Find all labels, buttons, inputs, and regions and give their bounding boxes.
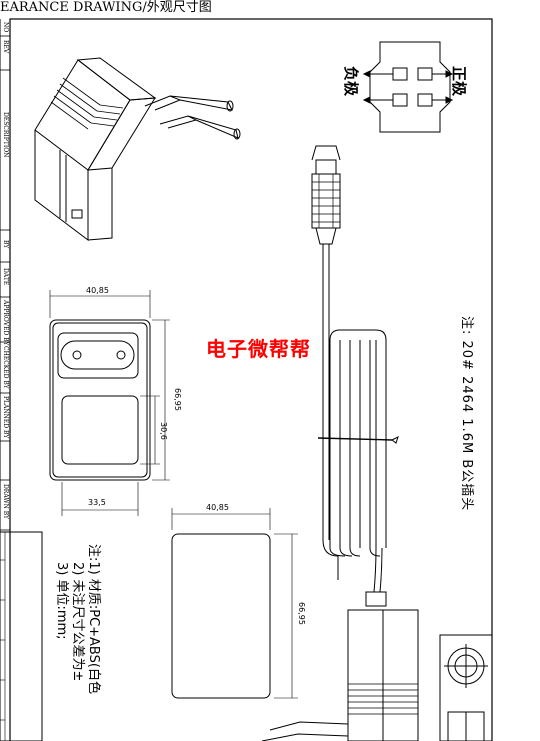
polarity-connector-diagram (362, 41, 454, 133)
side-view (171, 508, 298, 699)
side-width-dimension: 40,85 (206, 503, 229, 512)
notes-list: 注:1) 材质:PC+ABS(白色 2) 未注尺寸公差为± 3) 单位:mm; (53, 544, 101, 694)
front-view (49, 290, 170, 516)
side-height-dimension: 66,95 (297, 602, 306, 625)
cable-note: 注: 20# 2464 1.6M B公插头 (459, 316, 474, 512)
watermark-text: 电子微帮帮 (206, 337, 311, 361)
negative-polarity-label: 负极 (342, 66, 360, 97)
label-width-dimension: 33,5 (88, 498, 106, 507)
note-line-1: 注:1) 材质:PC+ABS(白色 (86, 544, 101, 694)
adapter-bottom-view (261, 609, 493, 741)
tb-label-rev: REV (2, 40, 9, 54)
tb-label-drawn-by: DRAWN BY (2, 484, 9, 520)
note-line-3: 3) 单位:mm; (54, 562, 69, 640)
adapter-isometric-view (34, 57, 241, 242)
dc-plug-and-cable (311, 145, 399, 607)
drawing-title: EARANCE DRAWING/外观尺寸图 (0, 0, 212, 15)
front-height-dimension: 66,95 (173, 388, 182, 411)
positive-polarity-label: 正极 (450, 66, 468, 97)
tb-label-approved-by: APPROVED BY (2, 300, 9, 346)
tb-label-planned-by: PLANNED BY (2, 396, 9, 439)
note-line-2: 2) 未注尺寸公差为± (70, 562, 85, 682)
front-width-dimension: 40,85 (86, 286, 109, 295)
tb-label-description: DESCRIPTION (2, 112, 9, 158)
tb-label-by: BY (2, 240, 9, 249)
tb-label-checked-by: CHECKED BY (2, 346, 9, 389)
tb-label-no: NO (2, 22, 9, 33)
tb-label-date: DATE (2, 268, 9, 286)
label-height-dimension: 30,6 (159, 422, 168, 440)
